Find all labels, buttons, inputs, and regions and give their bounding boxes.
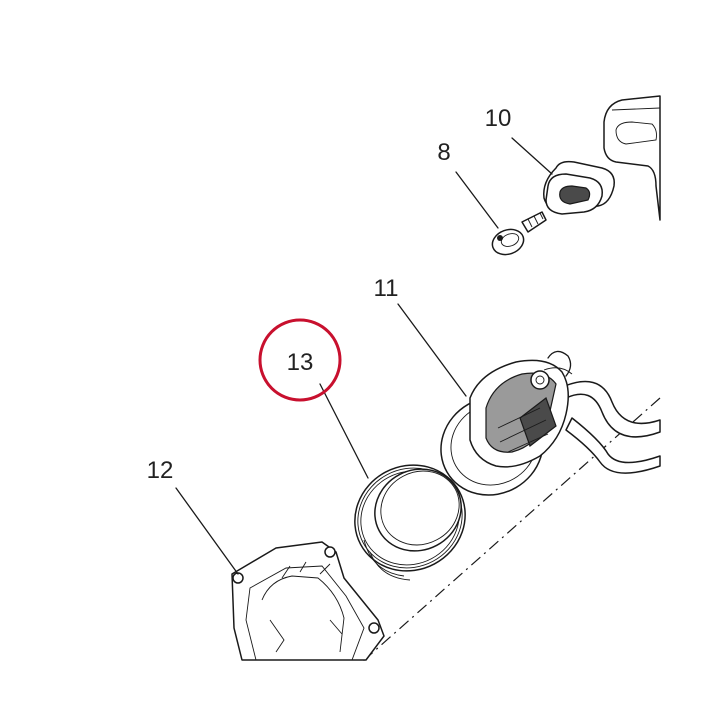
leader-line-11	[397, 303, 467, 397]
part-10-grommet	[543, 160, 615, 215]
callout-12: 12	[147, 457, 174, 484]
assembly-axis	[361, 397, 661, 663]
mounting-bracket	[603, 95, 661, 221]
part-12-lock-ring	[231, 541, 385, 661]
callout-10: 10	[485, 105, 512, 132]
callout-11: 11	[374, 275, 399, 302]
part-11-pump-assembly	[440, 350, 661, 496]
leader-line-8	[455, 171, 499, 229]
callout-13-highlight-circle	[258, 318, 342, 402]
leader-line-13	[319, 383, 369, 479]
leader-line-12	[175, 487, 239, 575]
callout-8: 8	[437, 139, 450, 166]
leader-line-10	[511, 137, 553, 175]
part-13-seal-ring	[354, 464, 466, 581]
callout-13: 13	[287, 349, 314, 376]
part-8-bolt	[491, 211, 547, 256]
